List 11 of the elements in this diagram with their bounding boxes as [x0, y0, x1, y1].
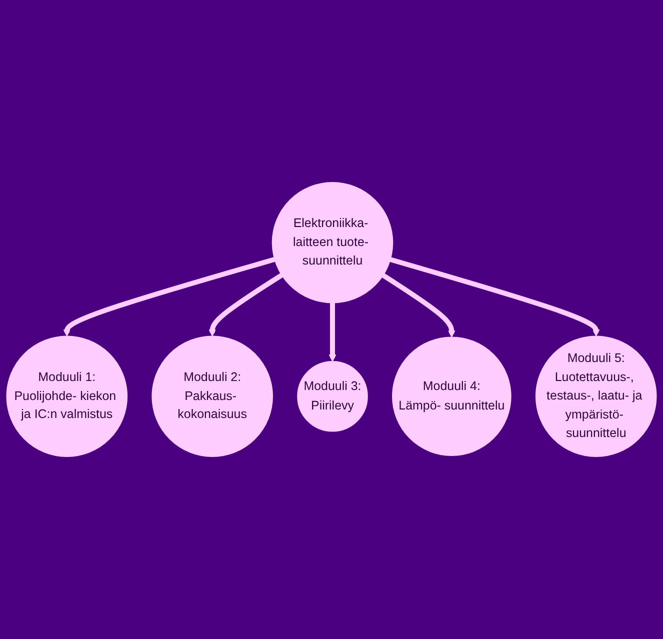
node-circle: Moduuli 2: Pakkaus- kokonaisuus — [152, 336, 273, 458]
node-circle: Moduuli 5: Luotettavuus-, testaus-, laatu- ja ympäristö- suunnittelu — [535, 336, 657, 458]
node-circle: Moduuli 1: Puolijohde- kiekon ja IC:n valmistus — [6, 336, 128, 458]
arrow — [390, 257, 600, 336]
arrow — [208, 273, 284, 336]
arrow — [63, 256, 276, 336]
arrow — [382, 273, 456, 338]
node-circle: Moduuli 4: Lämpö- suunnittelu — [392, 336, 512, 456]
node-circle: Elektroniikka- laitteen tuote- suunnittelu — [272, 182, 394, 304]
arrow — [328, 302, 336, 362]
node-circle: Moduuli 3: Piirilevy — [297, 360, 368, 432]
